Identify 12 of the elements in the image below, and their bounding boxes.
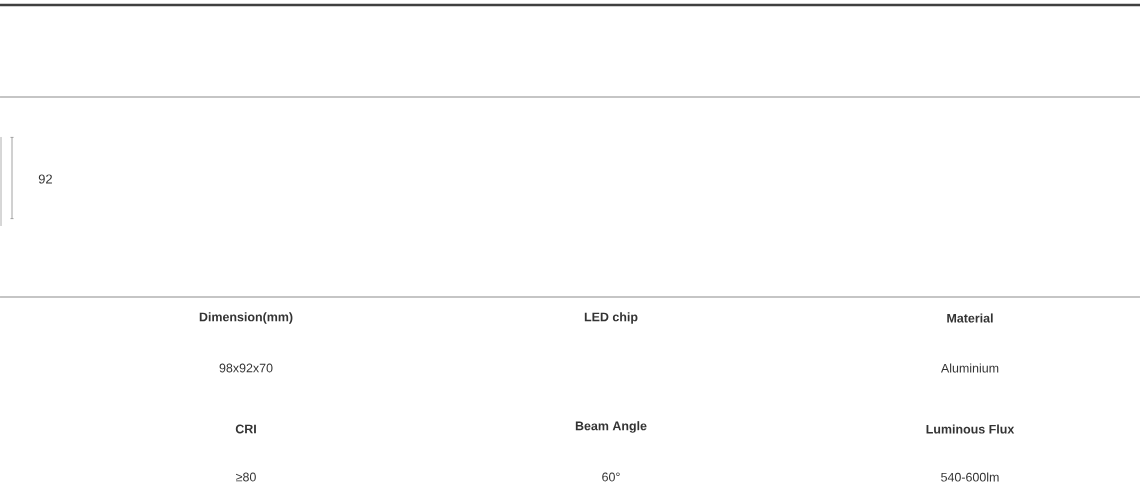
table-cell: Luminous Flux	[926, 424, 1015, 434]
dimension-label: 92	[38, 174, 52, 184]
table-cell: Dimension(mm)	[199, 312, 293, 324]
table-cell: LED chip	[584, 312, 638, 324]
table-cell: CRI	[235, 424, 256, 434]
table-cell: 540-600lm	[941, 472, 999, 482]
table-cell: Beam Angle	[575, 421, 647, 433]
table-cell: Aluminium	[940, 363, 999, 373]
table-cell: Material	[947, 313, 993, 323]
table-cell: 60°	[602, 472, 620, 482]
table-cell: ≥80	[236, 472, 256, 482]
table-cell: 98x92x70	[219, 363, 273, 373]
